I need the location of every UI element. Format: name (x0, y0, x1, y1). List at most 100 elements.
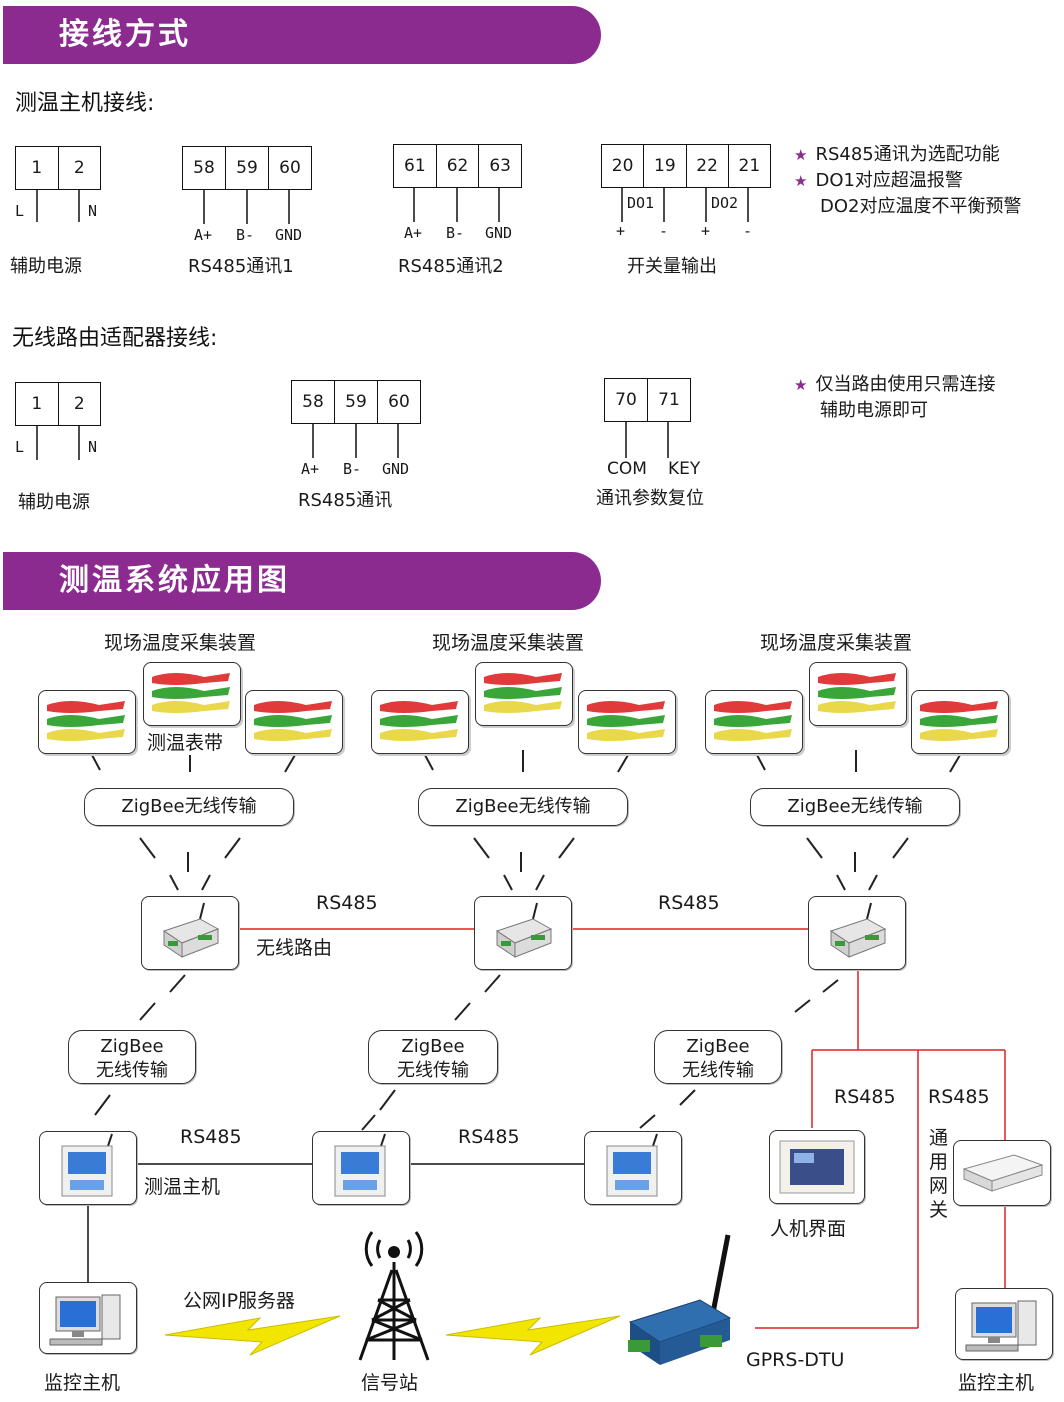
pin-label: L (15, 202, 25, 220)
pin-label: GND (485, 224, 513, 242)
terminal-cell: 1 (16, 383, 59, 425)
pin-label: N (88, 202, 98, 220)
host-meter-icon (334, 1133, 386, 1197)
terminal-cell: 2 (73, 158, 85, 178)
zigbee-transmission-box: ZigBee 无线传输 (68, 1030, 196, 1084)
wireless-router-label: 无线路由 (256, 937, 333, 959)
host-note: DO2对应温度不平衡预警 (820, 194, 1021, 220)
zigbee-transmission-box: ZigBee 无线传输 (368, 1030, 498, 1084)
terminal-cell: 59 (335, 381, 378, 423)
wireless-router-device (141, 896, 239, 970)
terminal-cell: 61 (394, 145, 437, 187)
pin-label: L (15, 438, 25, 456)
pin-label: GND (275, 226, 303, 244)
terminal-cell: 60 (388, 392, 410, 412)
hmi-device (769, 1130, 865, 1204)
wireless-router-device (808, 896, 906, 970)
temperature-clamp-sensor (809, 662, 907, 726)
host-aux-power-terminal: 1 2 (15, 146, 101, 190)
zigbee-transmission-box: ZigBee无线传输 (84, 788, 294, 826)
temperature-clamp-sensor (245, 690, 343, 754)
pin-label: B- (343, 460, 362, 478)
rs485-label: RS485 (658, 892, 720, 914)
host-aux-power-label: 辅助电源 (10, 256, 82, 277)
section-banner-system-diagram: 测温系统应用图 (3, 552, 601, 610)
temperature-clamp-sensor (371, 690, 469, 754)
rs485-label: RS485 (180, 1126, 242, 1148)
host-switch-output-label: 开关量输出 (627, 256, 717, 277)
zigbee-transmission-box: ZigBee无线传输 (418, 788, 628, 826)
temperature-host-device (39, 1131, 137, 1205)
note-text: RS485通讯为选配功能 (815, 144, 1000, 165)
computer-icon (965, 1300, 1037, 1352)
rs485-label: RS485 (316, 892, 378, 914)
router-rs485-terminal: 58 59 60 (291, 380, 421, 424)
terminal-cell: 58 (183, 147, 226, 189)
rs485-label: RS485 (834, 1086, 896, 1108)
host-note: ★ DO1对应超温报警 (794, 168, 963, 194)
clamp-sensor-icon (920, 701, 998, 741)
star-icon: ★ (794, 146, 808, 164)
pin-label: - (659, 222, 669, 240)
wireless-router-device (474, 896, 572, 970)
host-note: ★ RS485通讯为选配功能 (794, 142, 1000, 168)
router-rs485-label: RS485通讯 (298, 490, 393, 511)
host-rs485-1-terminal: 58 59 60 (182, 146, 312, 190)
terminal-cell: 21 (738, 156, 761, 176)
gateway-device (953, 1140, 1051, 1206)
hmi-screen-icon (779, 1140, 855, 1194)
router-note: ★仅当路由使用只需连接 (794, 372, 995, 398)
zigbee-transmission-box: ZigBee 无线传输 (654, 1030, 782, 1084)
note-text: 仅当路由使用只需连接 (815, 374, 996, 395)
rs485-label: RS485 (928, 1086, 990, 1108)
clamp-sensor-icon (47, 701, 125, 741)
host-rs485-2-label: RS485通讯2 (398, 256, 504, 277)
terminal-cell: 22 (687, 145, 729, 187)
temperature-clamp-sensor (38, 690, 136, 754)
zigbee-line: 无线传输 (682, 1060, 754, 1081)
do-group-label: DO1 (627, 194, 655, 212)
clamp-sensor-icon (484, 673, 562, 713)
terminal-cell: 20 (602, 145, 645, 187)
section-banner-wiring: 接线方式 (3, 6, 601, 64)
clamp-sensor-icon (254, 701, 332, 741)
pin-label: COM (607, 459, 647, 479)
zigbee-transmission-box: ZigBee无线传输 (750, 788, 960, 826)
pin-label: + (701, 222, 711, 240)
pin-label: + (616, 222, 626, 240)
zigbee-line: 无线传输 (397, 1060, 469, 1081)
gateway-icon (962, 1154, 1044, 1192)
monitor-host-device (955, 1288, 1053, 1360)
temperature-clamp-sensor (911, 690, 1009, 754)
monitor-host-label: 监控主机 (44, 1372, 121, 1394)
terminal-wiring-lines (36, 186, 749, 460)
note-text: DO2对应温度不平衡预警 (820, 196, 1022, 217)
pin-label: A+ (194, 226, 213, 244)
pin-label: B- (446, 224, 465, 242)
terminal-cell: 19 (644, 145, 687, 187)
pin-label: GND (382, 460, 410, 478)
field-device-label: 现场温度采集装置 (760, 632, 913, 654)
terminal-cell: 71 (658, 390, 680, 410)
gateway-label: 通用网关 (929, 1127, 949, 1221)
router-icon (495, 902, 553, 958)
clamp-sensor-icon (152, 673, 230, 713)
host-meter-icon (61, 1133, 113, 1197)
host-switch-output-terminal: 20 19 22 21 (601, 144, 771, 188)
signal-tower-label: 信号站 (361, 1372, 419, 1394)
temp-band-label: 测温表带 (147, 732, 224, 754)
temperature-clamp-sensor (578, 690, 676, 754)
temperature-clamp-sensor (475, 662, 573, 726)
zigbee-line: ZigBee (686, 1036, 750, 1057)
terminal-cell: 2 (73, 394, 85, 414)
field-device-label: 现场温度采集装置 (104, 632, 257, 654)
pin-label: A+ (301, 460, 320, 478)
temperature-host-device (584, 1131, 682, 1205)
pin-label: A+ (404, 224, 423, 242)
router-aux-power-label: 辅助电源 (18, 492, 90, 513)
clamp-sensor-icon (818, 673, 896, 713)
monitor-host-device (39, 1282, 137, 1354)
star-icon: ★ (794, 172, 808, 190)
note-text: DO1对应超温报警 (815, 170, 963, 191)
